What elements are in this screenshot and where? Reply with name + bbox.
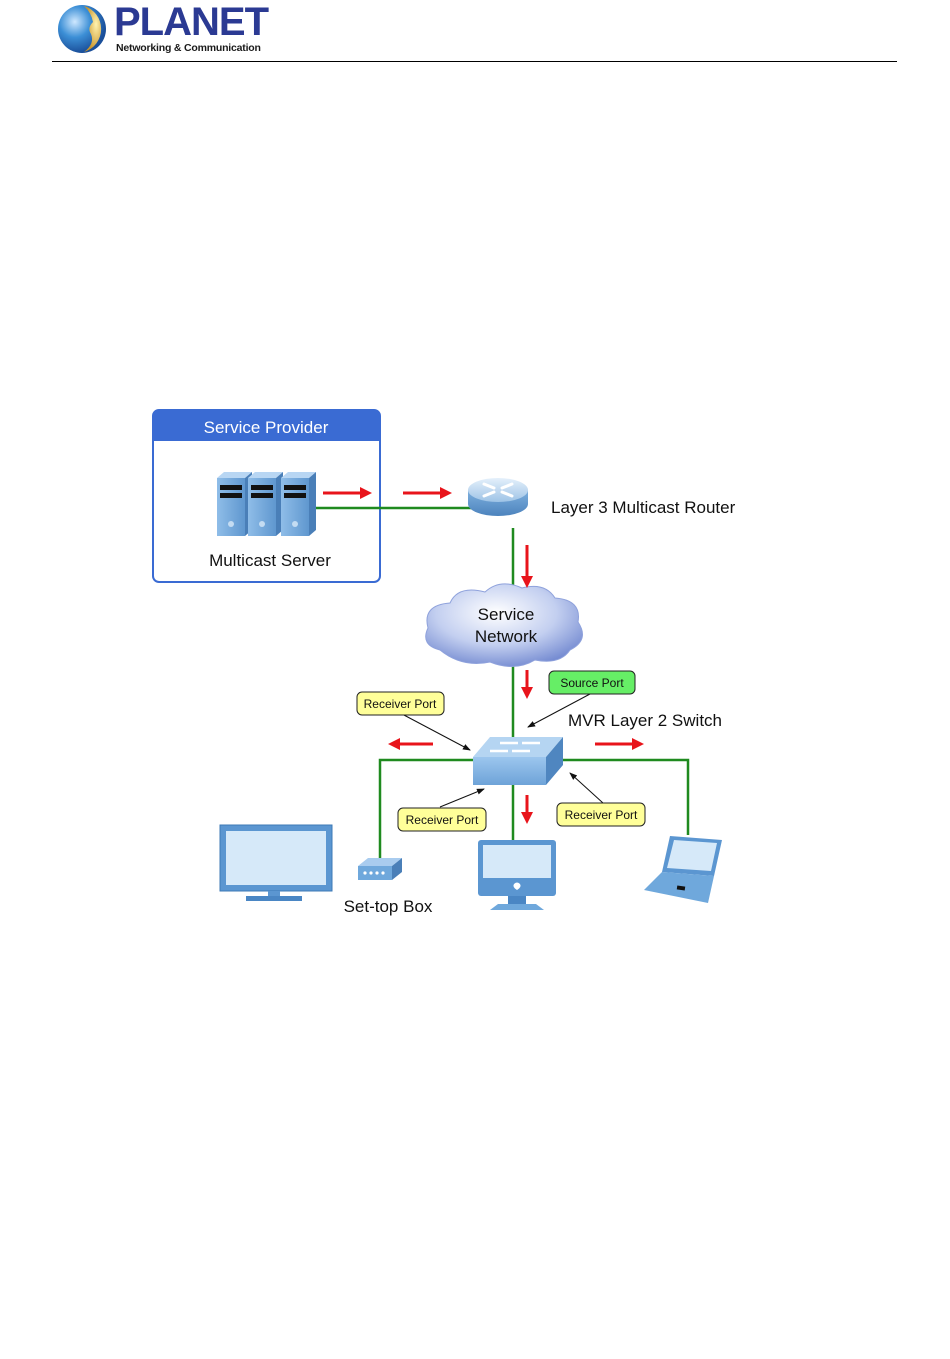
cloud-label-line1: Service xyxy=(478,605,535,624)
pointer-receiver-bottom-left xyxy=(439,788,485,808)
link-switch-settop xyxy=(378,758,473,858)
pointer-source-port xyxy=(527,693,591,728)
multicast-server-icon xyxy=(217,472,316,536)
service-network-cloud-icon xyxy=(425,583,583,667)
mvr-switch-icon xyxy=(473,737,563,785)
set-top-box-icon xyxy=(358,858,402,880)
pointer-receiver-top-left xyxy=(401,713,471,751)
router-label: Layer 3 Multicast Router xyxy=(551,498,736,517)
port-pointers xyxy=(401,693,604,808)
settop-label: Set-top Box xyxy=(344,897,433,916)
header-divider xyxy=(52,61,897,62)
pointer-receiver-bottom-right xyxy=(569,772,604,804)
link-switch-laptop xyxy=(560,758,690,835)
laptop-icon xyxy=(644,836,722,903)
desktop-computer-icon xyxy=(478,840,556,910)
page-header: PLANET Networking & Communication xyxy=(0,0,950,64)
router-icon xyxy=(468,478,528,516)
receiver-port-callout-bottom-left: Receiver Port xyxy=(397,807,487,832)
receiver-port-callout-top-left: Receiver Port xyxy=(356,691,445,716)
service-provider-title: Service Provider xyxy=(204,418,329,437)
network-links xyxy=(316,506,690,858)
tv-icon xyxy=(219,824,333,901)
switch-label: MVR Layer 2 Switch xyxy=(568,711,722,730)
planet-logo-icon xyxy=(58,5,106,53)
brand-tagline: Networking & Communication xyxy=(116,42,261,54)
source-port-callout: Source Port xyxy=(548,670,636,695)
brand-name: PLANET xyxy=(114,0,269,44)
source-port-label: Source Port xyxy=(560,676,624,690)
multicast-server-label: Multicast Server xyxy=(209,551,331,570)
cloud-label-line2: Network xyxy=(475,627,538,646)
multicast-flow-arrows xyxy=(323,487,644,824)
receiver-port-label-bottom-left: Receiver Port xyxy=(406,813,479,827)
receiver-port-callout-bottom-right: Receiver Port xyxy=(556,802,646,827)
receiver-port-label-bottom-right: Receiver Port xyxy=(565,808,638,822)
receiver-port-label-top-left: Receiver Port xyxy=(364,697,437,711)
